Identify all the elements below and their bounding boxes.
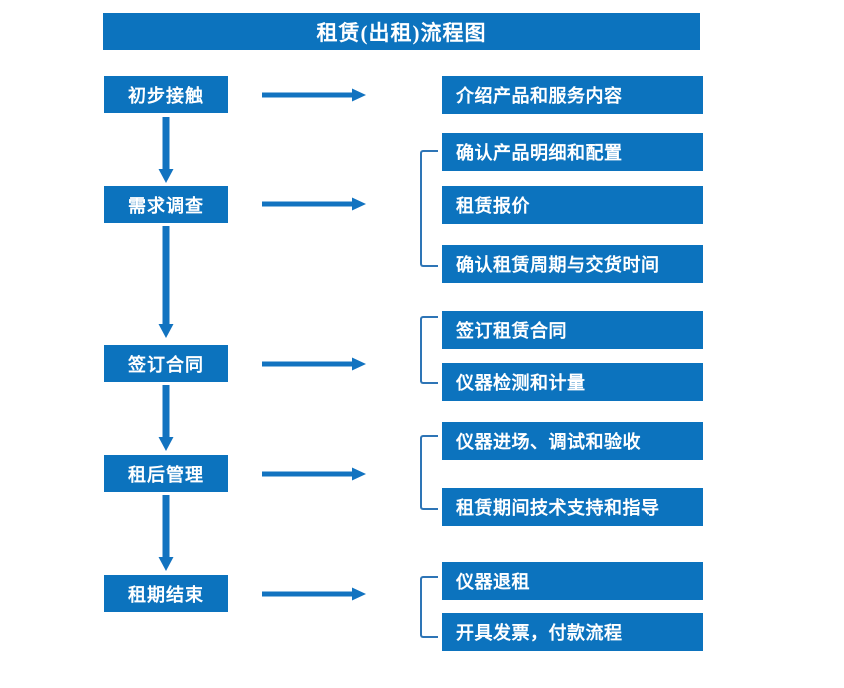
detail-box-1[interactable]: 介绍产品和服务内容 bbox=[442, 76, 703, 114]
vertical-arrow-icon-1 bbox=[158, 117, 174, 183]
detail-label-10: 开具发票，付款流程 bbox=[456, 623, 623, 643]
detail-box-3[interactable]: 租赁报价 bbox=[442, 186, 703, 224]
bracket-connector-5 bbox=[420, 576, 438, 638]
detail-label-3: 租赁报价 bbox=[456, 196, 530, 216]
stage-label-4: 租后管理 bbox=[128, 464, 204, 485]
vertical-arrow-icon-2 bbox=[158, 226, 174, 338]
detail-label-1: 介绍产品和服务内容 bbox=[456, 86, 623, 106]
horizontal-arrow-icon-5 bbox=[262, 587, 366, 601]
stage-box-5[interactable]: 租期结束 bbox=[104, 575, 228, 612]
detail-box-9[interactable]: 仪器退租 bbox=[442, 562, 703, 600]
detail-box-4[interactable]: 确认租赁周期与交货时间 bbox=[442, 245, 703, 283]
detail-box-7[interactable]: 仪器进场、调试和验收 bbox=[442, 422, 703, 460]
detail-label-2: 确认产品明细和配置 bbox=[456, 143, 623, 163]
horizontal-arrow-icon-3 bbox=[262, 357, 366, 371]
detail-box-8[interactable]: 租赁期间技术支持和指导 bbox=[442, 488, 703, 526]
stage-label-2: 需求调查 bbox=[128, 195, 204, 216]
detail-box-6[interactable]: 仪器检测和计量 bbox=[442, 363, 703, 401]
detail-label-8: 租赁期间技术支持和指导 bbox=[456, 498, 660, 518]
page-title: 租赁(出租)流程图 bbox=[103, 13, 700, 50]
horizontal-arrow-icon-1 bbox=[262, 88, 366, 102]
horizontal-arrow-icon-2 bbox=[262, 197, 366, 211]
bracket-connector-3 bbox=[420, 316, 438, 384]
stage-label-3: 签订合同 bbox=[128, 354, 204, 375]
detail-box-10[interactable]: 开具发票，付款流程 bbox=[442, 613, 703, 651]
vertical-arrow-icon-4 bbox=[158, 495, 174, 571]
detail-label-6: 仪器检测和计量 bbox=[456, 373, 586, 393]
stage-label-5: 租期结束 bbox=[128, 584, 204, 605]
stage-box-3[interactable]: 签订合同 bbox=[104, 345, 228, 382]
stage-label-1: 初步接触 bbox=[128, 85, 204, 106]
detail-label-4: 确认租赁周期与交货时间 bbox=[456, 255, 660, 275]
horizontal-arrow-icon-4 bbox=[262, 467, 366, 481]
bracket-connector-2 bbox=[420, 150, 438, 267]
detail-box-2[interactable]: 确认产品明细和配置 bbox=[442, 133, 703, 171]
bracket-connector-4 bbox=[420, 435, 438, 510]
detail-label-7: 仪器进场、调试和验收 bbox=[456, 432, 641, 452]
stage-box-2[interactable]: 需求调查 bbox=[104, 186, 228, 223]
detail-box-5[interactable]: 签订租赁合同 bbox=[442, 311, 703, 349]
detail-label-5: 签订租赁合同 bbox=[456, 321, 567, 341]
stage-box-1[interactable]: 初步接触 bbox=[104, 76, 228, 113]
vertical-arrow-icon-3 bbox=[158, 385, 174, 451]
stage-box-4[interactable]: 租后管理 bbox=[104, 455, 228, 492]
detail-label-9: 仪器退租 bbox=[456, 572, 530, 592]
